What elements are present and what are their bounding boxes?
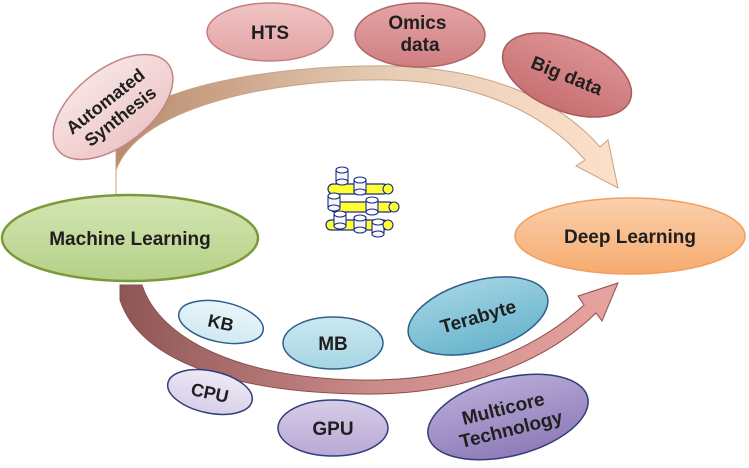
cpu-node: CPU (166, 368, 254, 416)
database-cylinder-icon (371, 218, 385, 238)
database-cylinder-icon (365, 196, 379, 216)
svg-text:Omics data: Omics data (388, 13, 451, 56)
gpu-label: GPU (312, 419, 353, 440)
top-flow-arrow (115, 65, 619, 195)
omics-data-label-line2: data (400, 35, 440, 56)
database-cluster-icon (325, 166, 400, 238)
mb-label: MB (318, 334, 348, 355)
multicore-technology-node: Multicore Technology (427, 373, 589, 461)
omics-data-label-line1: Omics (388, 13, 446, 34)
kb-node: KB (177, 299, 265, 345)
deep-learning-label: Deep Learning (564, 227, 696, 248)
hts-label: HTS (251, 23, 289, 44)
database-cylinder-icon (335, 166, 349, 186)
database-cylinder-icon (353, 176, 367, 196)
machine-learning-label: Machine Learning (49, 229, 211, 250)
bottom-flow-arrow (119, 282, 619, 395)
database-cylinder-icon (333, 210, 347, 230)
hts-node: HTS (206, 2, 334, 62)
machine-learning-node: Machine Learning (0, 193, 260, 283)
database-cylinder-icon (353, 214, 367, 234)
big-data-node: Big data (501, 32, 633, 118)
gpu-node: GPU (277, 399, 389, 457)
terabyte-node: Terabyte (407, 276, 549, 356)
omics-data-node: Omics data (354, 2, 486, 68)
database-cylinder-icon (327, 192, 341, 212)
mb-node: MB (282, 316, 384, 370)
deep-learning-node: Deep Learning (514, 197, 746, 275)
